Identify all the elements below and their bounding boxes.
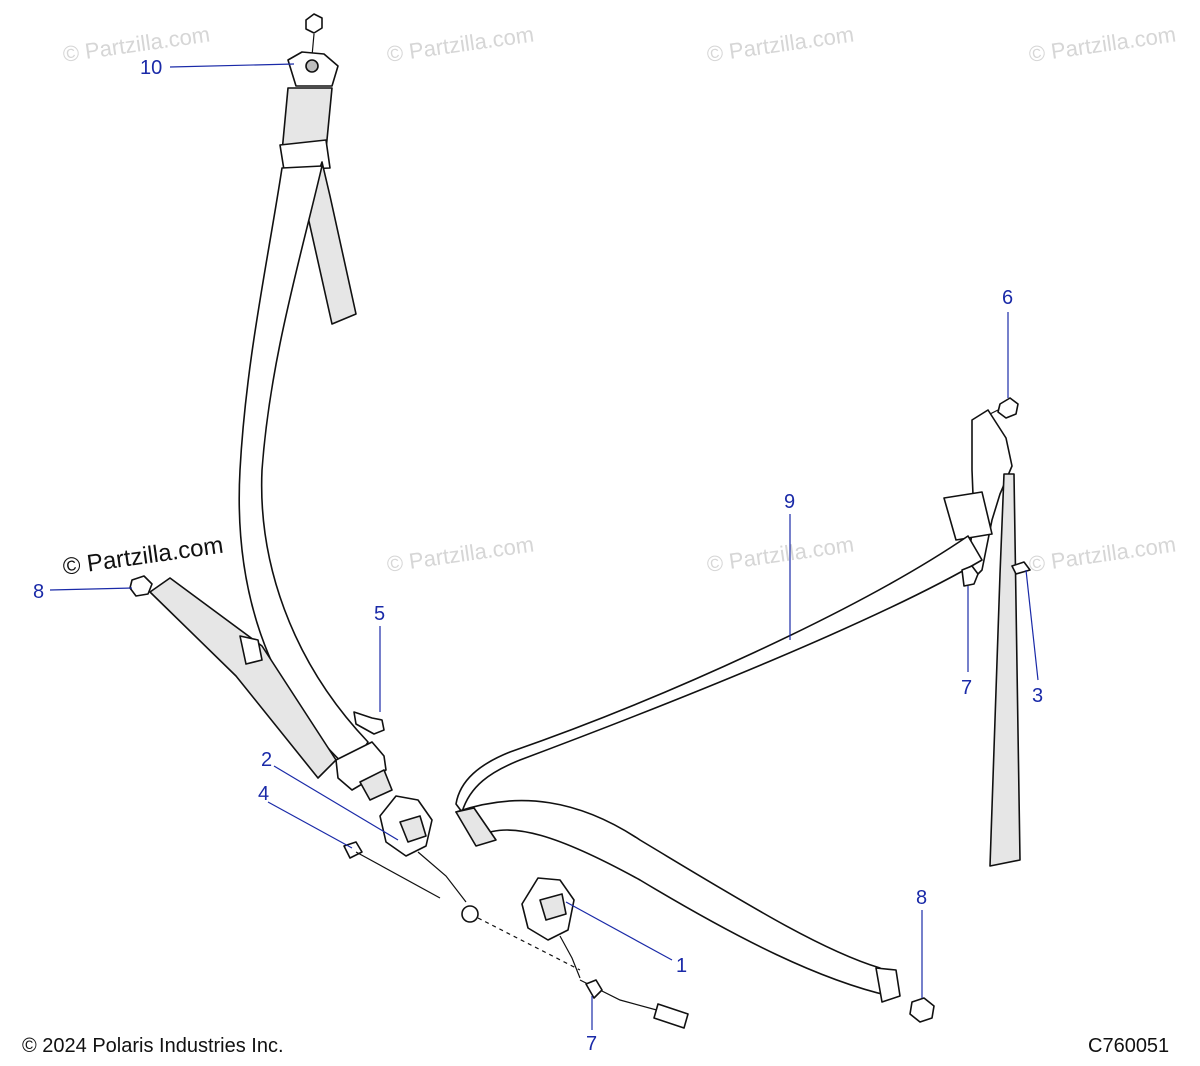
- leader-4: [267, 801, 353, 849]
- right-belt-assembly: [455, 397, 1031, 1023]
- nut-7-bottom: [585, 979, 603, 999]
- sensor-connector: [653, 1003, 689, 1029]
- buckle-assemblies: [343, 795, 689, 1029]
- leader-1: [565, 901, 673, 961]
- latch-plate: [335, 741, 387, 791]
- right-lower-strap: [455, 799, 891, 997]
- right-strap: [455, 535, 983, 813]
- callout-7-bottom: 7: [586, 1033, 597, 1055]
- watermark: © Partzilla.com: [1027, 532, 1177, 577]
- callout-2: 2: [261, 749, 272, 771]
- watermark: © Partzilla.com: [705, 532, 855, 577]
- right-lower-bracket: [455, 807, 497, 847]
- buckle-1-cable: [559, 935, 581, 979]
- diagram-code: C760051: [1088, 1035, 1169, 1057]
- watermark: © Partzilla.com: [705, 22, 855, 67]
- left-belt-assembly: [129, 13, 393, 801]
- right-belt-loop: [943, 491, 993, 541]
- leader-3: [1025, 569, 1039, 681]
- leader-10: [169, 63, 295, 68]
- buckle-1-release: [539, 893, 567, 921]
- watermark: © Partzilla.com: [385, 22, 535, 67]
- leader-lines: [49, 63, 1039, 1030]
- bolt-8-left: [129, 575, 153, 597]
- callout-8-left: 8: [33, 581, 44, 603]
- callout-1: 1: [676, 955, 687, 977]
- watermark-strong: © Partzilla.com: [61, 532, 225, 581]
- leader-8-left: [49, 587, 133, 591]
- bolt-5: [353, 711, 385, 735]
- watermark: © Partzilla.com: [1027, 22, 1177, 67]
- alignment-line: [477, 917, 581, 971]
- callout-3: 3: [1032, 685, 1043, 707]
- bolt-6: [997, 397, 1019, 419]
- watermark: © Partzilla.com: [385, 532, 535, 577]
- callout-9: 9: [784, 491, 795, 513]
- copyright-text: © 2024 Polaris Industries Inc.: [22, 1035, 284, 1057]
- callouts: 10 6 9 8 5 7 3 2 4 8 1 7: [33, 57, 1043, 1055]
- anchor-bolt: [305, 59, 319, 73]
- callout-5: 5: [374, 603, 385, 625]
- leader-2: [273, 765, 399, 841]
- callout-10: 10: [140, 57, 162, 79]
- top-nut: [305, 13, 323, 34]
- nut-7-right: [961, 565, 979, 587]
- watermark: © Partzilla.com: [61, 22, 211, 67]
- bolt-4-head: [343, 841, 363, 859]
- latch-tongue: [359, 769, 393, 801]
- bolt-4-shank: [355, 851, 441, 899]
- belt-loop: [279, 139, 331, 171]
- right-end-fitting: [875, 967, 901, 1003]
- bolt-3: [1011, 561, 1031, 575]
- buckle-2-release: [399, 815, 427, 843]
- right-hanging-strap: [989, 473, 1021, 867]
- lower-bracket: [239, 635, 263, 665]
- buckle-2-eyelet: [461, 905, 479, 923]
- bolt-8-right: [909, 997, 935, 1023]
- callout-6: 6: [1002, 287, 1013, 309]
- callout-7-right: 7: [961, 677, 972, 699]
- callout-4: 4: [258, 783, 269, 805]
- callout-8-right: 8: [916, 887, 927, 909]
- buckle-2-cable: [417, 851, 467, 903]
